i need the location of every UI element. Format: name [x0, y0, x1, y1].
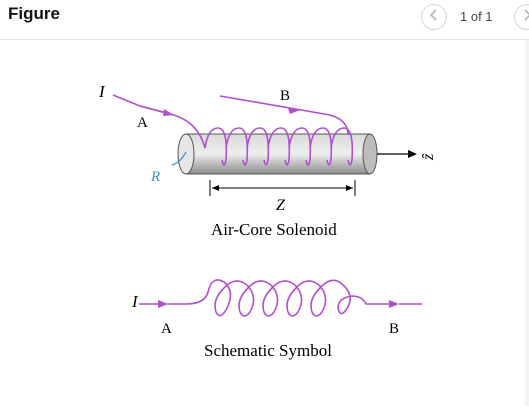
symbol-terminal-a-label: A: [161, 321, 172, 337]
symbol-terminal-b-label: B: [389, 321, 399, 337]
figure-canvas: R ẑ: [0, 40, 529, 406]
terminal-a-label: A: [137, 115, 148, 131]
solenoid-diagram: R ẑ: [98, 82, 437, 360]
next-button[interactable]: [514, 4, 529, 30]
length-label: Z: [276, 197, 286, 214]
z-axis-arrow: ẑ: [377, 150, 437, 161]
figure-title: Figure: [8, 4, 60, 23]
chevron-right-icon: [522, 8, 529, 26]
symbol-caption: Schematic Symbol: [204, 341, 332, 360]
current-label: I: [98, 82, 106, 101]
page-indicator: 1 of 1: [460, 9, 493, 24]
solenoid-caption: Air-Core Solenoid: [211, 220, 337, 239]
z-axis-label: ẑ: [420, 153, 437, 161]
previous-button[interactable]: [421, 4, 447, 30]
scrollbar[interactable]: [525, 40, 529, 406]
figure-header: Figure 1 of 1: [0, 0, 529, 40]
chevron-left-icon: [429, 8, 439, 26]
solenoid-core: [177, 133, 378, 175]
schematic-symbol: [139, 279, 422, 317]
radius-label: R: [150, 169, 160, 185]
symbol-current-label: I: [131, 292, 139, 311]
terminal-b-label: B: [280, 88, 290, 104]
length-dimension: [209, 180, 356, 196]
radius-marker: R: [150, 151, 187, 185]
solenoid-coils: [112, 94, 354, 166]
